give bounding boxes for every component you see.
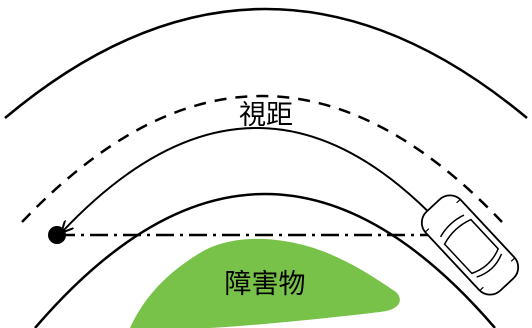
obstacle-label: 障害物 — [225, 269, 306, 300]
car-icon — [420, 194, 520, 296]
outer-road-edge — [4, 7, 528, 119]
sight-distance-label: 視距 — [239, 100, 293, 131]
obstacle-shape — [130, 238, 400, 328]
sight-distance-arc — [62, 127, 456, 241]
observer-point — [48, 226, 66, 244]
inner-road-edge — [34, 192, 496, 328]
driving-path-dashed — [21, 94, 503, 223]
